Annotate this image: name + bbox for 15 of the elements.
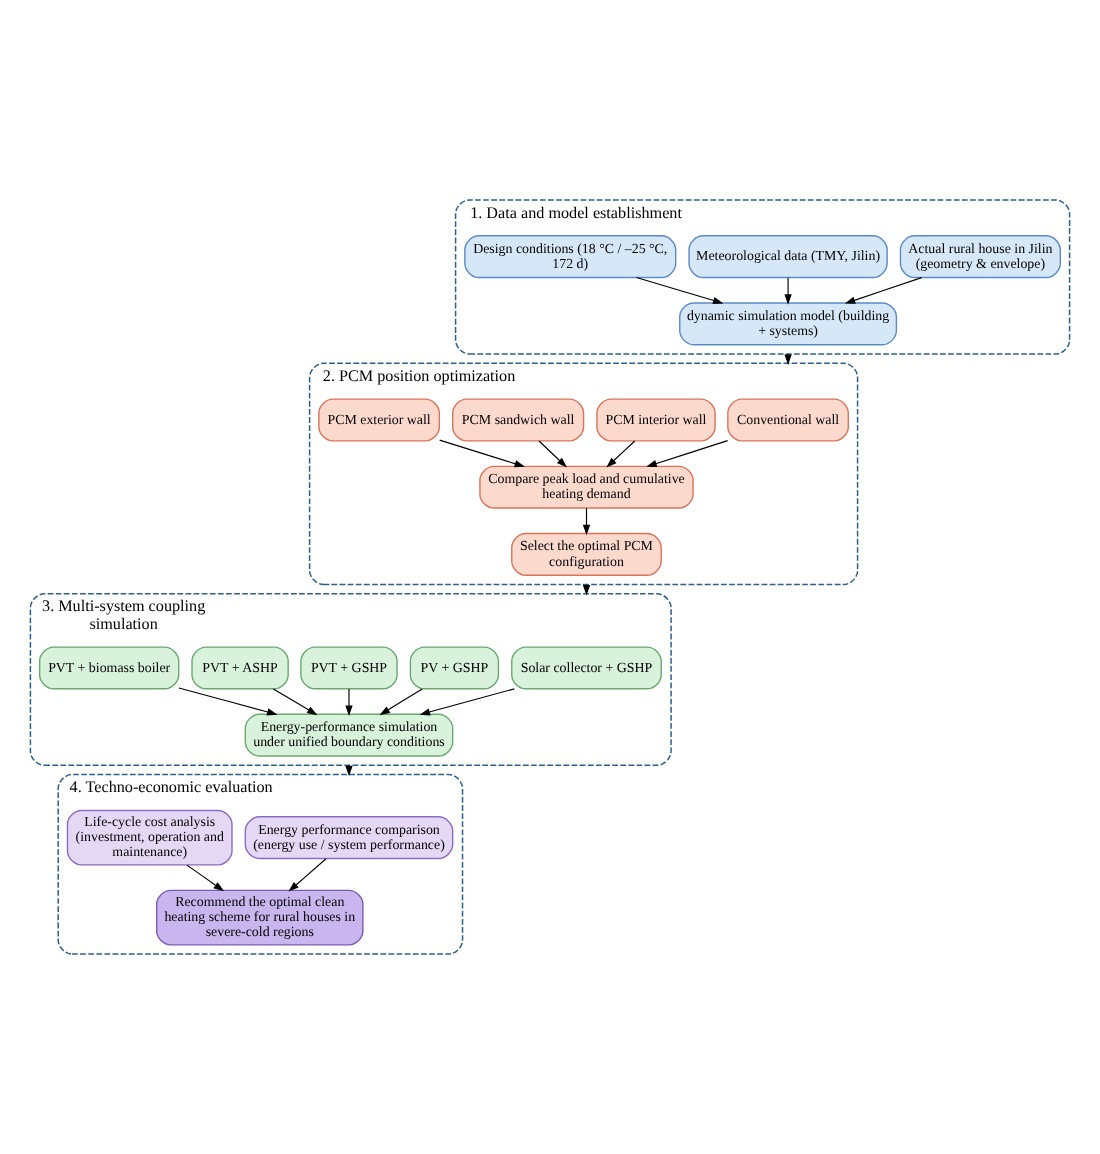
arrow [784, 277, 792, 305]
arrow [379, 688, 423, 716]
arrow [272, 688, 318, 716]
arrow [439, 439, 526, 468]
arrow [419, 688, 515, 716]
arrow [345, 764, 353, 777]
arrow [606, 440, 636, 468]
arrow [538, 440, 567, 468]
arrow [646, 440, 729, 468]
arrow [345, 688, 353, 717]
arrow [178, 687, 278, 716]
arrow [635, 277, 724, 304]
arrow [288, 858, 327, 892]
arrow [844, 277, 923, 304]
arrow [186, 864, 224, 892]
